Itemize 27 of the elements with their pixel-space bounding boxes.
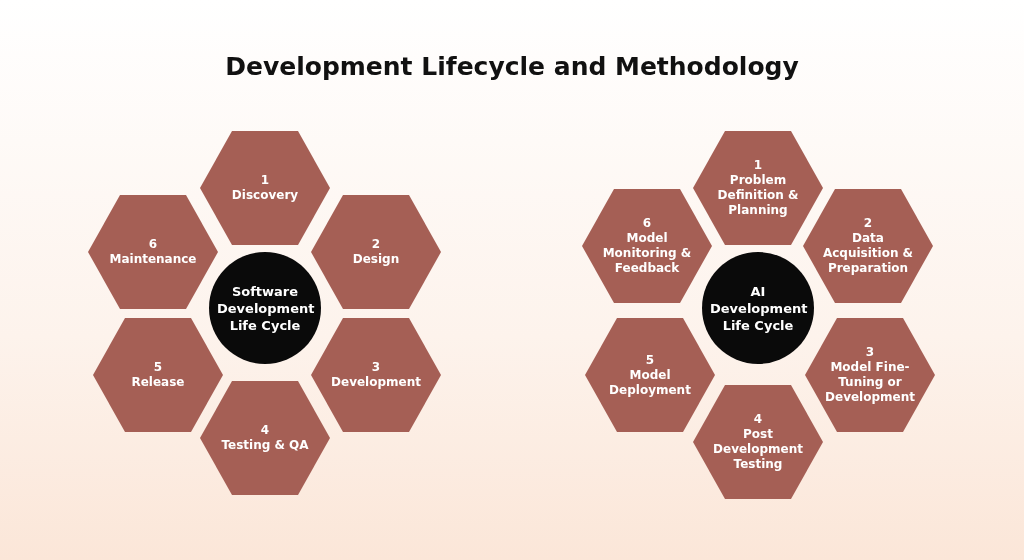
step-label: Post Development Testing (712, 427, 804, 472)
step-number: 6 (148, 237, 158, 252)
step-number: 3 (865, 345, 875, 360)
step-number: 2 (863, 216, 873, 231)
step-number: 1 (260, 173, 270, 188)
step-label: Release (131, 375, 185, 390)
step-number: 6 (642, 216, 652, 231)
step-label: Testing & QA (221, 438, 309, 453)
cycle-title: AI Development Life Cycle (710, 282, 806, 334)
step-label: Discovery (231, 188, 299, 203)
step-label: Maintenance (109, 252, 197, 267)
cycle-title: Software Development Life Cycle (217, 282, 313, 334)
step-number: 3 (371, 360, 381, 375)
step-label: Model Monitoring & Feedback (601, 231, 693, 276)
step-label: Model Fine-Tuning or Development (824, 360, 916, 405)
step-number: 5 (153, 360, 163, 375)
step-number: 4 (753, 412, 763, 427)
step-number: 1 (753, 158, 763, 173)
step-label: Development (331, 375, 421, 390)
step-number: 5 (645, 352, 655, 368)
step-number: 2 (371, 237, 381, 252)
step-label: Model Deployment (608, 367, 692, 398)
step-number: 4 (260, 423, 270, 438)
diagram-title: Development Lifecycle and Methodology (224, 52, 800, 81)
step-label: Data Acquisition & Preparation (821, 231, 915, 276)
step-label: Problem Definition & Planning (716, 173, 800, 218)
step-label: Design (352, 252, 400, 267)
